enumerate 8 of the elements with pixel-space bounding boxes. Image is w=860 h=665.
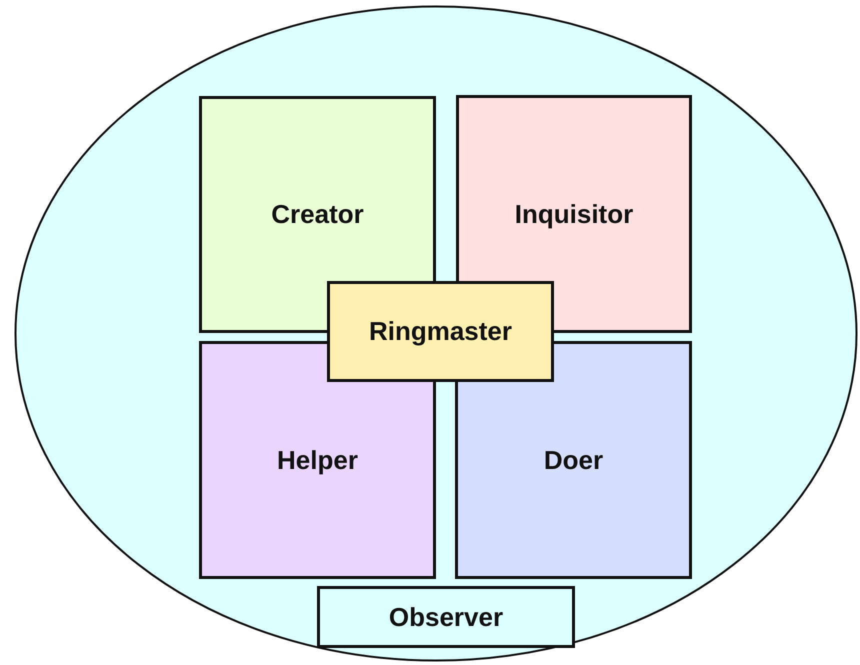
role-label: Creator [271,199,364,230]
role-box [327,281,554,382]
role-label: Ringmaster [368,316,512,347]
role-label: Inquisitor [514,198,634,230]
role-label: Helper [277,444,358,476]
role-label: Doer [544,444,604,476]
role-box [317,586,575,648]
role-label: Observer [388,602,504,632]
